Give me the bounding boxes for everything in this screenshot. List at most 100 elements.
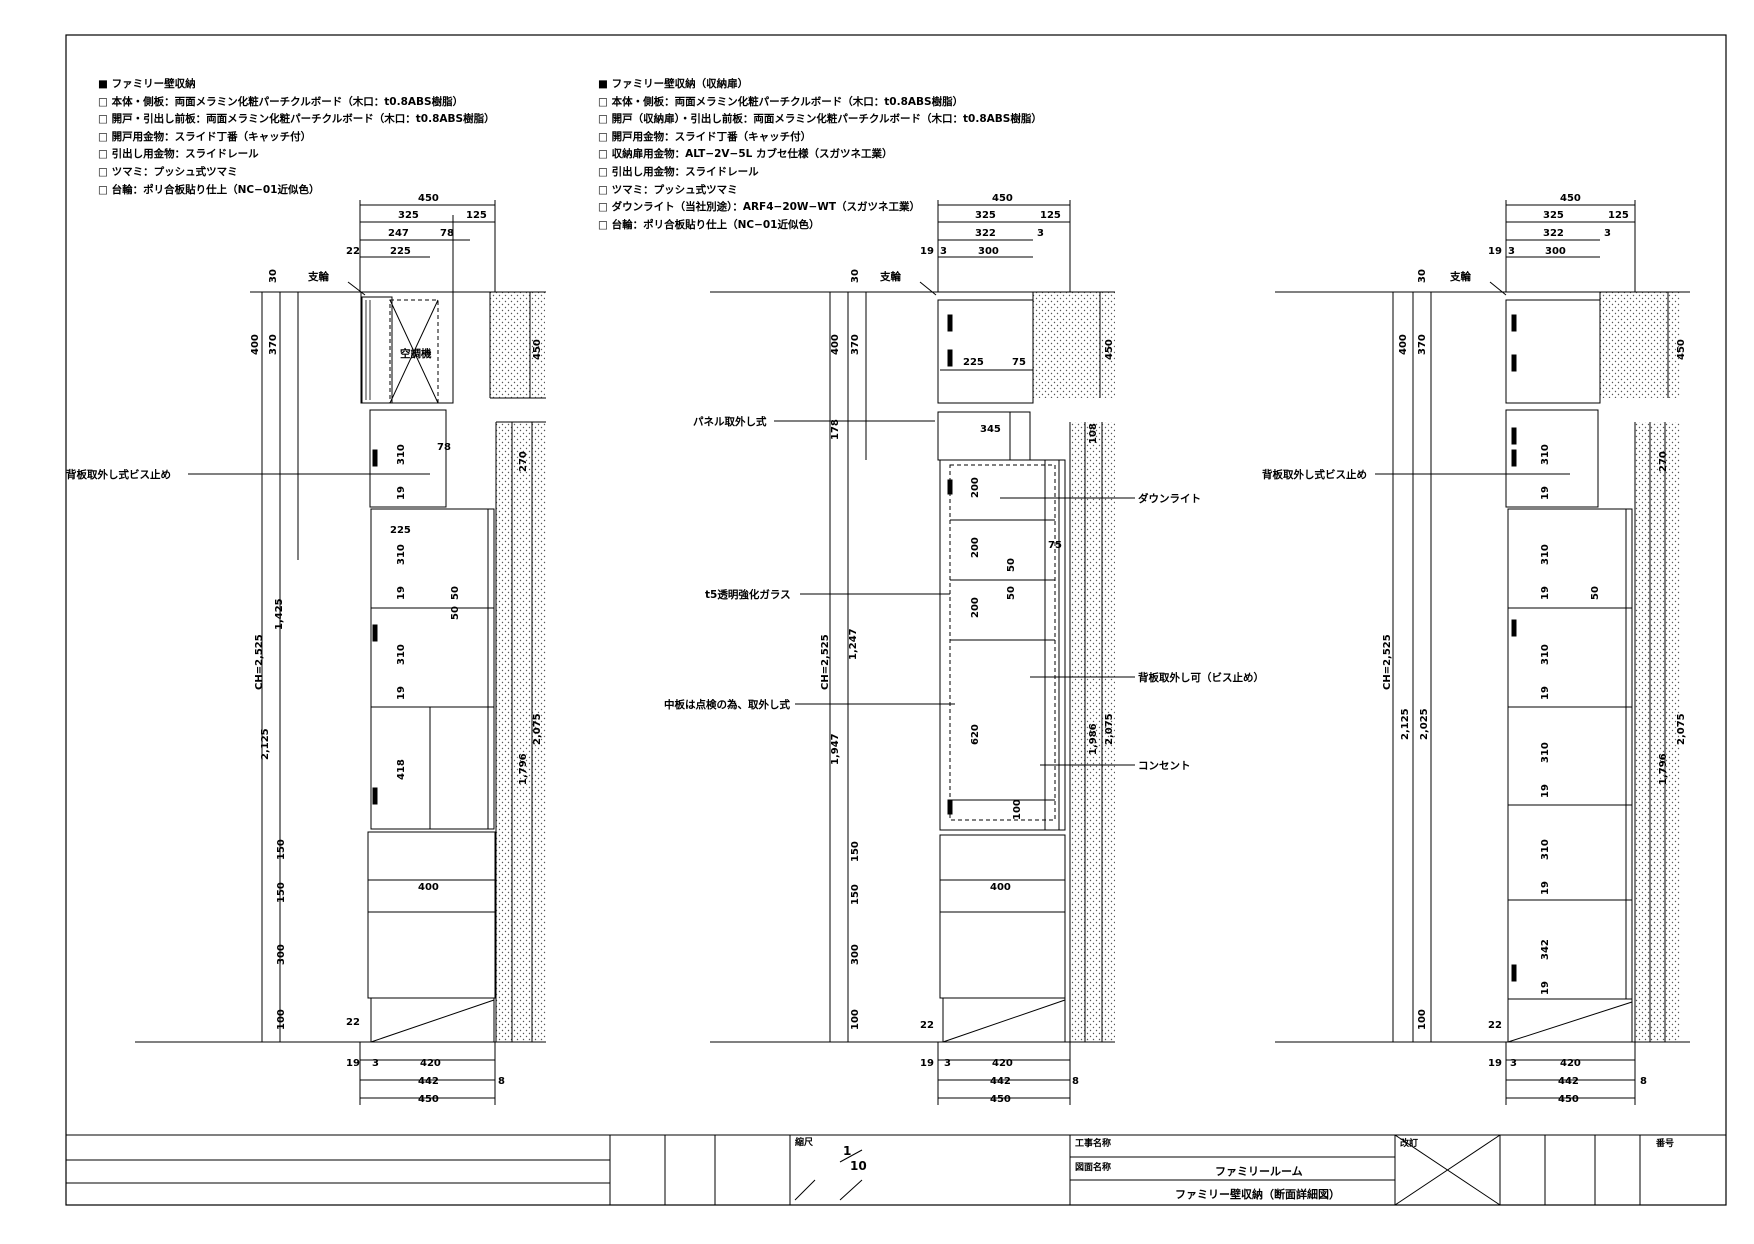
dim: 400 — [990, 882, 1011, 893]
dim: 50 — [1006, 558, 1017, 572]
dim: 310 — [1540, 644, 1551, 665]
spec-left-title: ■ ファミリー壁収納 — [98, 78, 196, 90]
dim: 150 — [276, 882, 287, 903]
dim: 442 — [418, 1076, 439, 1087]
dim: 1,796 — [518, 753, 529, 785]
spec-left-item: □ ツマミ：プッシュ式ツマミ — [98, 165, 238, 178]
dim: 1,947 — [830, 733, 841, 765]
dim: 310 — [396, 544, 407, 565]
dim: 8 — [1640, 1076, 1647, 1087]
dim: 125 — [466, 210, 487, 221]
label-backboard-center: 背板取外し可（ビス止め） — [1138, 671, 1264, 684]
spec-center-item: □ 開戸（収納扉）・引出し前板：両面メラミン化粧パーチクルボード（木口：t0.8… — [598, 113, 1042, 126]
dim: 225 — [390, 246, 411, 257]
label-support-left: 支輪 — [307, 270, 329, 283]
dim: 370 — [850, 334, 861, 355]
dim: 450 — [418, 1094, 439, 1105]
spec-center-title: ■ ファミリー壁収納（収納扉） — [598, 78, 749, 90]
drawing-label: 図面名称 — [1075, 1161, 1111, 1173]
dim: 450 — [1560, 193, 1581, 204]
spec-left-item: □ 開戸・引出し前板：両面メラミン化粧パーチクルボード（木口：t0.8ABS樹脂… — [98, 113, 495, 126]
spec-left-item: □ 引出し用金物：スライドレール — [98, 148, 259, 161]
dim: 3 — [1510, 1058, 1517, 1069]
dim: 300 — [276, 944, 287, 965]
dim: 418 — [396, 759, 407, 780]
drawing-name: ファミリー壁収納（断面詳細図） — [1175, 1187, 1340, 1201]
dim: 225 — [390, 525, 411, 536]
dim: 78 — [437, 442, 451, 453]
dim: 3 — [1604, 228, 1611, 239]
dim: 100 — [850, 1009, 861, 1030]
dim: 322 — [1543, 228, 1564, 239]
spec-center-item: □ 台輪：ポリ合板貼り仕上（NC−01近似色） — [598, 218, 820, 231]
dim: 3 — [1508, 246, 1515, 257]
left-section — [135, 200, 546, 1105]
label-support-right: 支輪 — [1449, 270, 1472, 283]
spec-center-item: □ 収納扉用金物：ALT−2V−5L カブセ仕様（スガツネ工業） — [598, 148, 893, 161]
dim: 1,986 — [1088, 723, 1099, 755]
spec-center-item: □ 本体・側板：両面メラミン化粧パーチクルボード（木口：t0.8ABS樹脂） — [598, 95, 964, 108]
dim: 450 — [990, 1094, 1011, 1105]
dim: 22 — [346, 1017, 360, 1028]
dim: CH=2,525 — [820, 634, 831, 690]
dim: 450 — [992, 193, 1013, 204]
dim: 225 — [963, 357, 984, 368]
dim: 2,025 — [1419, 708, 1430, 740]
label-mid-shelf: 中板は点検の為、取外し式 — [664, 698, 790, 711]
dim: 19 — [1540, 586, 1551, 600]
dim: CH=2,525 — [254, 634, 265, 690]
spec-left-item: □ 本体・側板：両面メラミン化粧パーチクルボード（木口：t0.8ABS樹脂） — [98, 95, 464, 108]
dim: 300 — [1545, 246, 1566, 257]
dim: 19 — [1540, 686, 1551, 700]
dim: 8 — [498, 1076, 505, 1087]
dim: 420 — [992, 1058, 1013, 1069]
annotation-labels: 支輪 支輪 支輪 空調機 背板取外し式ビス止め 背板取外し式ビス止め パネル取外… — [66, 270, 1472, 772]
dim: 322 — [975, 228, 996, 239]
dim: 19 — [920, 1058, 934, 1069]
dim: 50 — [450, 586, 461, 600]
dim: 310 — [396, 444, 407, 465]
dim: 270 — [518, 451, 529, 472]
left-dimension-labels: 450 325 125 247 78 22 225 30 400 370 450… — [250, 193, 543, 1105]
dim: 450 — [1104, 339, 1115, 360]
dim: 310 — [1540, 742, 1551, 763]
dim: 1,796 — [1658, 753, 1669, 785]
label-downlight: ダウンライト — [1138, 492, 1201, 505]
dim: 22 — [1488, 1020, 1502, 1031]
dim: 50 — [1006, 586, 1017, 600]
dim: 620 — [970, 724, 981, 745]
spec-center-item: □ 引出し用金物：スライドレール — [598, 165, 759, 178]
dim: 310 — [1540, 544, 1551, 565]
dim: 310 — [396, 644, 407, 665]
dim: 75 — [1048, 540, 1062, 551]
dim: 400 — [250, 334, 261, 355]
spec-left: ■ ファミリー壁収納 □ 本体・側板：両面メラミン化粧パーチクルボード（木口：t… — [98, 76, 495, 199]
dim: 178 — [830, 419, 841, 440]
dim: 3 — [1037, 228, 1044, 239]
dim: 2,075 — [532, 713, 543, 745]
title-block-text: 縮尺 1 10 工事名称 図面名称 ファミリールーム ファミリー壁収納（断面詳細… — [795, 1136, 1674, 1201]
dim: 30 — [268, 269, 279, 283]
right-dimension-labels: 450 325 125 322 3 19 3 300 30 400 370 45… — [1382, 193, 1687, 1105]
dim: CH=2,525 — [1382, 634, 1393, 690]
label-glass: t5透明強化ガラス — [705, 588, 791, 601]
label-backboard-right: 背板取外し式ビス止め — [1262, 468, 1367, 481]
dim: 108 — [1088, 423, 1099, 444]
center-section — [710, 200, 1135, 1105]
center-dimension-labels: 450 325 125 322 3 19 3 300 30 400 370 45… — [820, 193, 1115, 1105]
dim: 100 — [276, 1009, 287, 1030]
dim: 400 — [830, 334, 841, 355]
dim: 1,425 — [274, 598, 285, 630]
dim: 2,125 — [1400, 708, 1411, 740]
right-section — [1275, 200, 1690, 1105]
spec-center-item: □ ダウンライト（当社別途）：ARF4−20W−WT（スガツネ工業） — [598, 201, 921, 214]
dim: 125 — [1040, 210, 1061, 221]
dim: 30 — [1417, 269, 1428, 283]
dim: 150 — [850, 884, 861, 905]
dim: 19 — [346, 1058, 360, 1069]
dim: 19 — [396, 586, 407, 600]
dim: 450 — [1558, 1094, 1579, 1105]
dim: 450 — [418, 193, 439, 204]
